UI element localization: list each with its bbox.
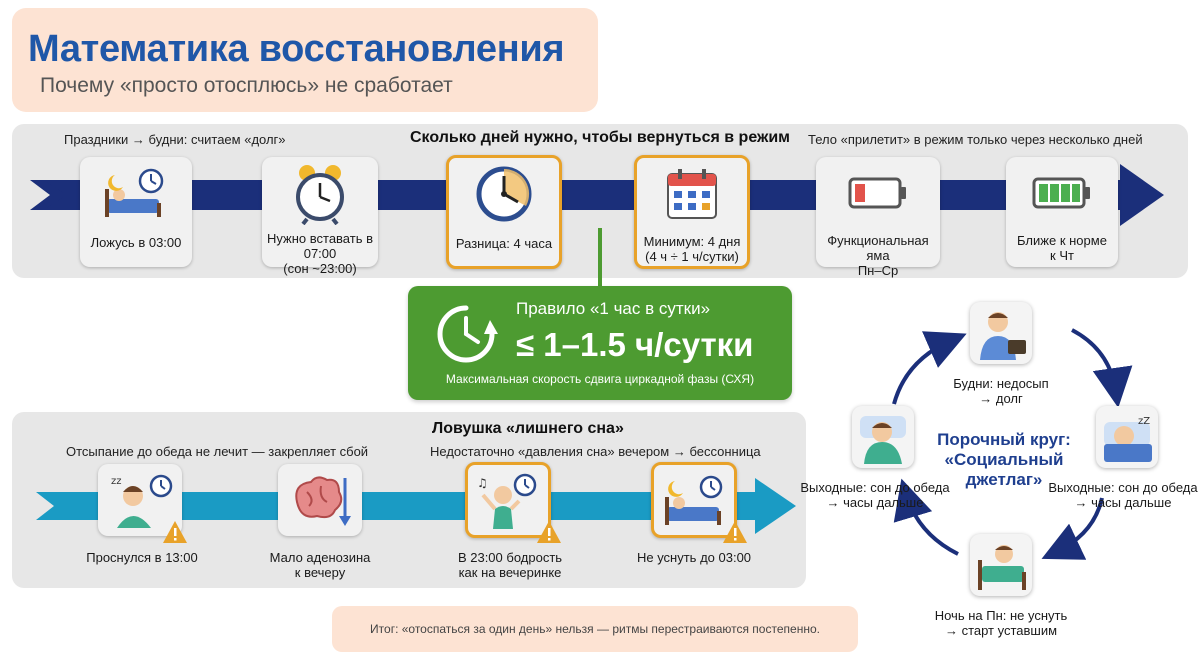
brain-arrow-down-icon	[295, 476, 351, 526]
tired-person-icon	[860, 416, 906, 464]
cycle-node-weekend-right: zZ	[1096, 406, 1158, 468]
full-battery-icon	[1032, 177, 1090, 209]
warning-icon	[537, 521, 561, 543]
low-battery-icon	[848, 177, 906, 209]
card-label: Минимум: 4 дня (4 ч ÷ 1 ч/сутки)	[643, 234, 741, 264]
cycle-label-weekend-left: Выходные: сон до обеда → часы дальше	[800, 480, 950, 510]
rule-footnote: Максимальная скорость сдвига циркадной ф…	[445, 372, 755, 386]
card-label: Нужно вставать в 07:00 (сон ~23:00)	[267, 231, 373, 276]
summary-text: Итог: «отоспаться за один день» нельзя —…	[370, 622, 820, 636]
bed-moon-clock-icon	[665, 475, 723, 525]
awake-in-bed-icon	[978, 545, 1026, 590]
clock-icon	[476, 166, 532, 222]
rule-title: Правило «1 час в сутки»	[516, 299, 711, 318]
timeline-left-caption: Праздники → будни: считаем «долг»	[64, 132, 286, 147]
connector-line	[598, 228, 602, 288]
header-banner	[12, 8, 598, 112]
cycle-node-monday-night	[970, 534, 1032, 596]
cycle-label-monday-night: Ночь на Пн: не уснуть → старт уставшим	[934, 608, 1068, 638]
card-wakeup: Нужно вставать в 07:00 (сон ~23:00)	[262, 157, 378, 276]
card-functional-pit: Функциональная яма Пн–Ср	[816, 157, 940, 278]
card-difference: Разница: 4 часа	[446, 155, 562, 269]
rule-box: Правило «1 час в сутки» ≤ 1–1.5 ч/сутки …	[408, 286, 792, 400]
svg-text:zz: zz	[111, 476, 122, 487]
cycle-center-title: Порочный круг: «Социальный джетлаг»	[937, 430, 1071, 489]
bed-moon-clock-icon	[105, 168, 164, 217]
sleepy-person-clock-icon: zz	[111, 474, 173, 528]
page-subtitle: Почему «просто отосплюсь» не сработает	[40, 74, 453, 97]
rule-value: ≤ 1–1.5 ч/сутки	[516, 326, 754, 363]
timeline-right-caption: Тело «прилетит» в режим только через нес…	[808, 132, 1143, 147]
card-label: Ближе к норме к Чт	[1017, 233, 1107, 263]
cycle-node-weekdays	[970, 302, 1032, 364]
svg-text:♫: ♫	[477, 476, 488, 490]
card-label: Функциональная яма Пн–Ср	[827, 233, 929, 278]
cycle-arrows	[892, 328, 1133, 560]
warning-icon	[723, 521, 747, 543]
alarm-clock-icon	[296, 165, 344, 225]
timeline-arrow	[30, 164, 1164, 226]
trap-heading: Ловушка «лишнего сна»	[432, 420, 624, 437]
sleeping-person-icon: zZ	[1104, 416, 1152, 462]
party-person-clock-icon: ♫	[477, 473, 537, 529]
trap-arrow	[36, 478, 796, 534]
trap-card-label: В 23:00 бодрость как на вечеринке	[457, 550, 563, 580]
card-label: Ложусь в 03:00	[90, 235, 182, 250]
card-minimum-days: Минимум: 4 дня (4 ч ÷ 1 ч/сутки)	[634, 155, 750, 269]
cycle-node-weekend-left	[852, 406, 914, 468]
card-bedtime: Ложусь в 03:00	[80, 157, 192, 267]
trap-right-caption: Недостаточно «давления сна» вечером → бе…	[430, 444, 761, 459]
cycle-label-weekdays: Будни: недосып → долг	[953, 376, 1049, 406]
trap-card-adenosine	[278, 464, 362, 536]
summary-banner: Итог: «отоспаться за один день» нельзя —…	[332, 606, 858, 652]
calendar-icon	[667, 169, 717, 219]
trap-card-label: Не уснуть до 03:00	[636, 550, 752, 565]
trap-left-caption: Отсыпание до обеда не лечит — закрепляет…	[66, 444, 369, 459]
page-title: Математика восстановления	[28, 28, 565, 70]
trap-card-insomnia	[651, 462, 737, 538]
card-back-to-normal: Ближе к норме к Чт	[1006, 157, 1118, 267]
svg-text:zZ: zZ	[1138, 416, 1150, 427]
clock-arrow-icon	[437, 305, 498, 363]
cycle-label-weekend-right: Выходные: сон до обеда → часы дальше	[1048, 480, 1198, 510]
worker-briefcase-icon	[980, 312, 1026, 360]
trap-card-woke-late: zz	[98, 464, 182, 536]
trap-card-label: Проснулся в 13:00	[86, 550, 198, 565]
card-label: Разница: 4 часа	[455, 236, 553, 251]
trap-card-label: Мало аденозина к вечеру	[269, 550, 371, 580]
trap-card-party: ♫	[465, 462, 551, 538]
timeline-heading: Сколько дней нужно, чтобы вернуться в ре…	[410, 129, 791, 146]
warning-icon	[163, 521, 187, 543]
